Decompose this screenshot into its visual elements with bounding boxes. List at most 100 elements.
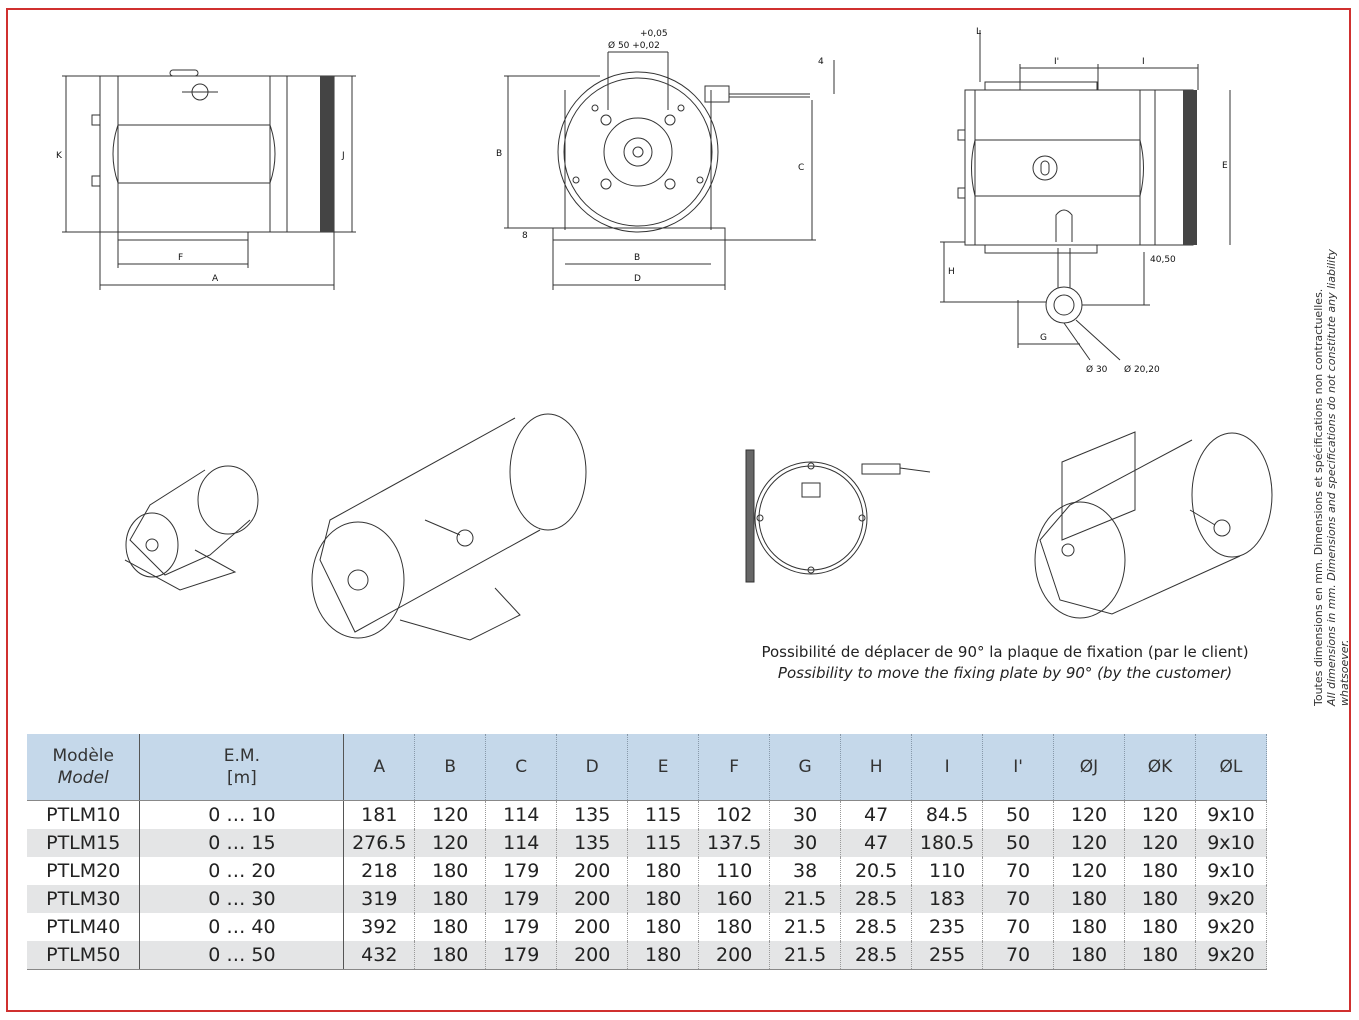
header-col: B xyxy=(414,734,487,801)
header-model-en: Model xyxy=(57,768,109,788)
cell-value: 179 xyxy=(485,885,558,913)
cell-value: 21.5 xyxy=(769,913,842,941)
cell-value: 235 xyxy=(911,913,984,941)
cell-value: 114 xyxy=(485,829,558,857)
cell-value: 319 xyxy=(343,885,416,913)
cell-value: 28.5 xyxy=(840,941,913,970)
dim-label-tolerance: +0,05 xyxy=(640,29,668,39)
dim-label-c: C xyxy=(798,163,804,173)
cell-value: 180 xyxy=(627,857,700,885)
specification-table: Modèle Model E.M. [m] A B C D E F G H I … xyxy=(27,734,1268,970)
cell-value: 9x10 xyxy=(1195,800,1268,829)
cell-value: 180 xyxy=(1124,857,1196,885)
cell-value: 120 xyxy=(1053,800,1125,829)
cell-value: 180.5 xyxy=(911,829,984,857)
header-col: ØJ xyxy=(1053,734,1125,801)
dim-label-f: F xyxy=(178,253,183,263)
page-frame xyxy=(6,8,1351,1012)
cell-value: 180 xyxy=(414,913,487,941)
header-col: C xyxy=(485,734,558,801)
dim-label-j: J xyxy=(341,151,345,161)
dim-label-4: 4 xyxy=(818,57,824,67)
cell-value: 200 xyxy=(698,941,771,970)
dim-label-d30: Ø 30 xyxy=(1086,364,1108,375)
cell-value: 135 xyxy=(556,800,629,829)
dim-label-d2020: Ø 20,20 xyxy=(1124,364,1160,375)
header-col: I' xyxy=(982,734,1055,801)
header-model: Modèle Model xyxy=(27,734,141,801)
cell-value: 180 xyxy=(1124,913,1196,941)
dim-label-h: H xyxy=(948,267,955,277)
cell-value: 200 xyxy=(556,857,629,885)
header-col: ØL xyxy=(1195,734,1268,801)
cell-value: 115 xyxy=(627,829,700,857)
cell-value: 179 xyxy=(485,857,558,885)
cell-value: 180 xyxy=(627,913,700,941)
cell-value: 200 xyxy=(556,913,629,941)
header-col: ØK xyxy=(1124,734,1196,801)
dim-label-k: K xyxy=(56,151,63,161)
cell-value: 47 xyxy=(840,829,913,857)
cell-value: 120 xyxy=(1124,800,1196,829)
drawings-svg: K J F A +0,05 Ø xyxy=(56,27,1273,641)
cell-value: 70 xyxy=(982,885,1055,913)
cell-value: 21.5 xyxy=(769,941,842,970)
top-view-drawing xyxy=(940,30,1231,361)
cell-value: 179 xyxy=(485,941,558,970)
side-note-disclaimer: Toutes dimensions en mm. Dimensions et s… xyxy=(1312,186,1351,706)
cell-value: 9x20 xyxy=(1195,913,1268,941)
cell-model: PTLM30 xyxy=(27,885,141,913)
cell-value: 181 xyxy=(343,800,416,829)
cell-value: 180 xyxy=(1053,941,1125,970)
header-col: E xyxy=(627,734,700,801)
cell-value: 180 xyxy=(698,913,771,941)
dim-label-8: 8 xyxy=(522,231,528,241)
cell-value: 30 xyxy=(769,829,842,857)
cell-value: 160 xyxy=(698,885,771,913)
cell-value: 180 xyxy=(627,885,700,913)
cell-value: 50 xyxy=(982,829,1055,857)
cell-value: 180 xyxy=(414,885,487,913)
end-view-drawing xyxy=(504,51,835,290)
cell-em: 0 … 15 xyxy=(139,829,345,857)
cell-value: 183 xyxy=(911,885,984,913)
table-header-row: Modèle Model E.M. [m] A B C D E F G H I … xyxy=(27,734,1268,801)
dim-label-4050: 40,50 xyxy=(1150,255,1176,265)
cell-value: 70 xyxy=(982,857,1055,885)
isometric-small-drawing xyxy=(124,465,259,591)
cell-value: 9x20 xyxy=(1195,941,1268,970)
cell-value: 9x10 xyxy=(1195,857,1268,885)
cell-value: 102 xyxy=(698,800,771,829)
header-col: G xyxy=(769,734,842,801)
cell-value: 180 xyxy=(1124,941,1196,970)
cell-em: 0 … 40 xyxy=(139,913,345,941)
cell-value: 30 xyxy=(769,800,842,829)
cell-value: 9x20 xyxy=(1195,885,1268,913)
cell-value: 70 xyxy=(982,941,1055,970)
cell-em: 0 … 20 xyxy=(139,857,345,885)
cell-value: 218 xyxy=(343,857,416,885)
dim-label-i: I xyxy=(1142,57,1145,67)
cell-value: 276.5 xyxy=(343,829,416,857)
cell-value: 432 xyxy=(343,941,416,970)
cell-em: 0 … 30 xyxy=(139,885,345,913)
cell-value: 120 xyxy=(414,800,487,829)
cell-value: 120 xyxy=(414,829,487,857)
dim-label-d: D xyxy=(634,274,641,284)
cell-value: 179 xyxy=(485,913,558,941)
cell-value: 120 xyxy=(1124,829,1196,857)
cell-value: 47 xyxy=(840,800,913,829)
cell-value: 38 xyxy=(769,857,842,885)
end-view-plate-drawing xyxy=(745,449,931,583)
header-col: I xyxy=(911,734,984,801)
dim-label-a: A xyxy=(212,274,219,284)
cell-value: 50 xyxy=(982,800,1055,829)
caption-english: Possibility to move the fixing plate by … xyxy=(777,664,1233,682)
cell-value: 200 xyxy=(556,885,629,913)
cell-value: 180 xyxy=(414,857,487,885)
